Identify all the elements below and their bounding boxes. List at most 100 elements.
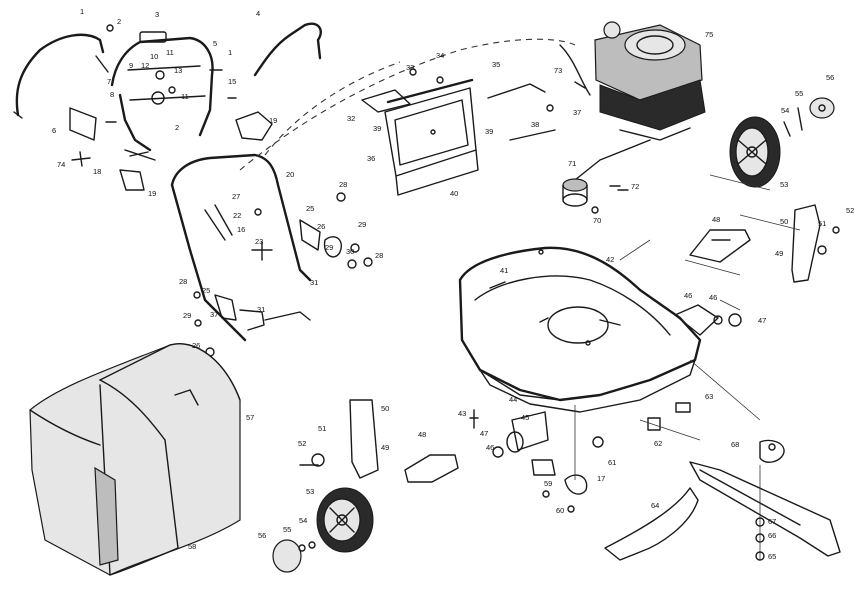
part-label: 40: [450, 189, 458, 198]
part-label: 43: [458, 409, 466, 418]
part-label: 50: [381, 404, 389, 413]
part-label: 3: [155, 10, 159, 19]
part-label: 26: [317, 222, 325, 231]
part-label: 63: [705, 392, 713, 401]
part-label: 2: [175, 123, 179, 132]
part-label: 2: [117, 17, 121, 26]
part-label: 31: [257, 305, 265, 314]
part-label: 13: [174, 66, 182, 75]
part-label: 28: [179, 277, 187, 286]
part-label: 23: [255, 237, 263, 246]
part-label: 7: [107, 77, 111, 86]
part-label: 10: [150, 52, 158, 61]
part-label: 37: [210, 310, 218, 319]
part-label: 30: [346, 247, 354, 256]
part-label: 29: [183, 311, 191, 320]
engine-shaft-line: [574, 139, 651, 181]
blade-assembly: [689, 439, 841, 561]
part-label: 65: [768, 552, 776, 561]
part-label: 54: [299, 516, 307, 525]
part-label: 52: [846, 206, 854, 215]
part-label: 56: [826, 73, 834, 82]
part-label: 53: [780, 180, 788, 189]
part-label: 1: [228, 48, 232, 57]
part-label: 74: [57, 160, 65, 169]
part-label: 55: [795, 89, 803, 98]
part-label: 57: [246, 413, 254, 422]
part-label: 27: [232, 192, 240, 201]
part-label: 49: [775, 249, 783, 258]
part-label: 9: [129, 61, 133, 70]
deck-bracket-46: [674, 304, 719, 336]
part-label: 41: [500, 266, 508, 275]
part-label: 39: [373, 124, 381, 133]
part-label: 55: [283, 525, 291, 534]
part-label: 11: [181, 92, 189, 101]
part-label: 28: [339, 180, 347, 189]
part-label: 20: [286, 170, 294, 179]
part-label: 60: [556, 506, 564, 515]
part-label: 52: [298, 439, 306, 448]
part-label: 34: [436, 51, 444, 60]
part-label: 11: [166, 48, 174, 57]
part-label: 37: [573, 108, 581, 117]
part-label: 12: [141, 61, 149, 70]
handle-bar-4: [253, 22, 322, 77]
part-label: 59: [544, 479, 552, 488]
part-label: 4: [256, 9, 260, 18]
part-label: 64: [651, 501, 659, 510]
part-label: 49: [381, 443, 389, 452]
part-label: 1: [80, 7, 84, 16]
part-label: 51: [318, 424, 326, 433]
part-label: 39: [485, 127, 493, 136]
dashed-outline-left: [264, 61, 401, 156]
part-label: 33: [406, 63, 414, 72]
part-label: 17: [597, 474, 605, 483]
height-adjust-parts: [469, 402, 691, 513]
part-label: 53: [306, 487, 314, 496]
part-label: 5: [213, 39, 217, 48]
part-label: 15: [228, 77, 236, 86]
part-label: 61: [608, 458, 616, 467]
grass-catcher-bag: [29, 343, 241, 576]
baffle-64: [604, 487, 699, 561]
part-label: 18: [93, 167, 101, 176]
part-label: 46: [709, 293, 717, 302]
part-label: 36: [367, 154, 375, 163]
part-label: 56: [258, 531, 266, 540]
mower-deck: [458, 246, 702, 413]
part-label: 29: [358, 220, 366, 229]
part-label: 62: [654, 439, 662, 448]
part-label: 44: [509, 395, 517, 404]
part-label: 28: [375, 251, 383, 260]
part-label: 22: [233, 211, 241, 220]
part-label: 32: [347, 114, 355, 123]
part-label: 75: [705, 30, 713, 39]
upper-handle-assembly: [13, 24, 273, 191]
part-label: 48: [418, 430, 426, 439]
part-label: 58: [188, 542, 196, 551]
part-label: 70: [593, 216, 601, 225]
part-label: 16: [237, 225, 245, 234]
part-label: 46: [486, 443, 494, 452]
part-label: 25: [306, 204, 314, 213]
part-label: 29: [325, 243, 333, 252]
part-label: 71: [568, 159, 576, 168]
part-label: 67: [768, 517, 776, 526]
part-label: 51: [818, 219, 826, 228]
part-label: 45: [521, 413, 529, 422]
part-label: 47: [758, 316, 766, 325]
part-label: 47: [480, 429, 488, 438]
part-label: 26: [192, 341, 200, 350]
part-label: 8: [110, 90, 114, 99]
part-label: 50: [780, 217, 788, 226]
part-label: 42: [606, 255, 614, 264]
part-label: 19: [269, 116, 277, 125]
part-label: 46: [684, 291, 692, 300]
lower-handle-assembly: [170, 153, 373, 357]
part-label: 38: [531, 120, 539, 129]
part-label: 73: [554, 66, 562, 75]
spacer-71: [562, 178, 588, 192]
